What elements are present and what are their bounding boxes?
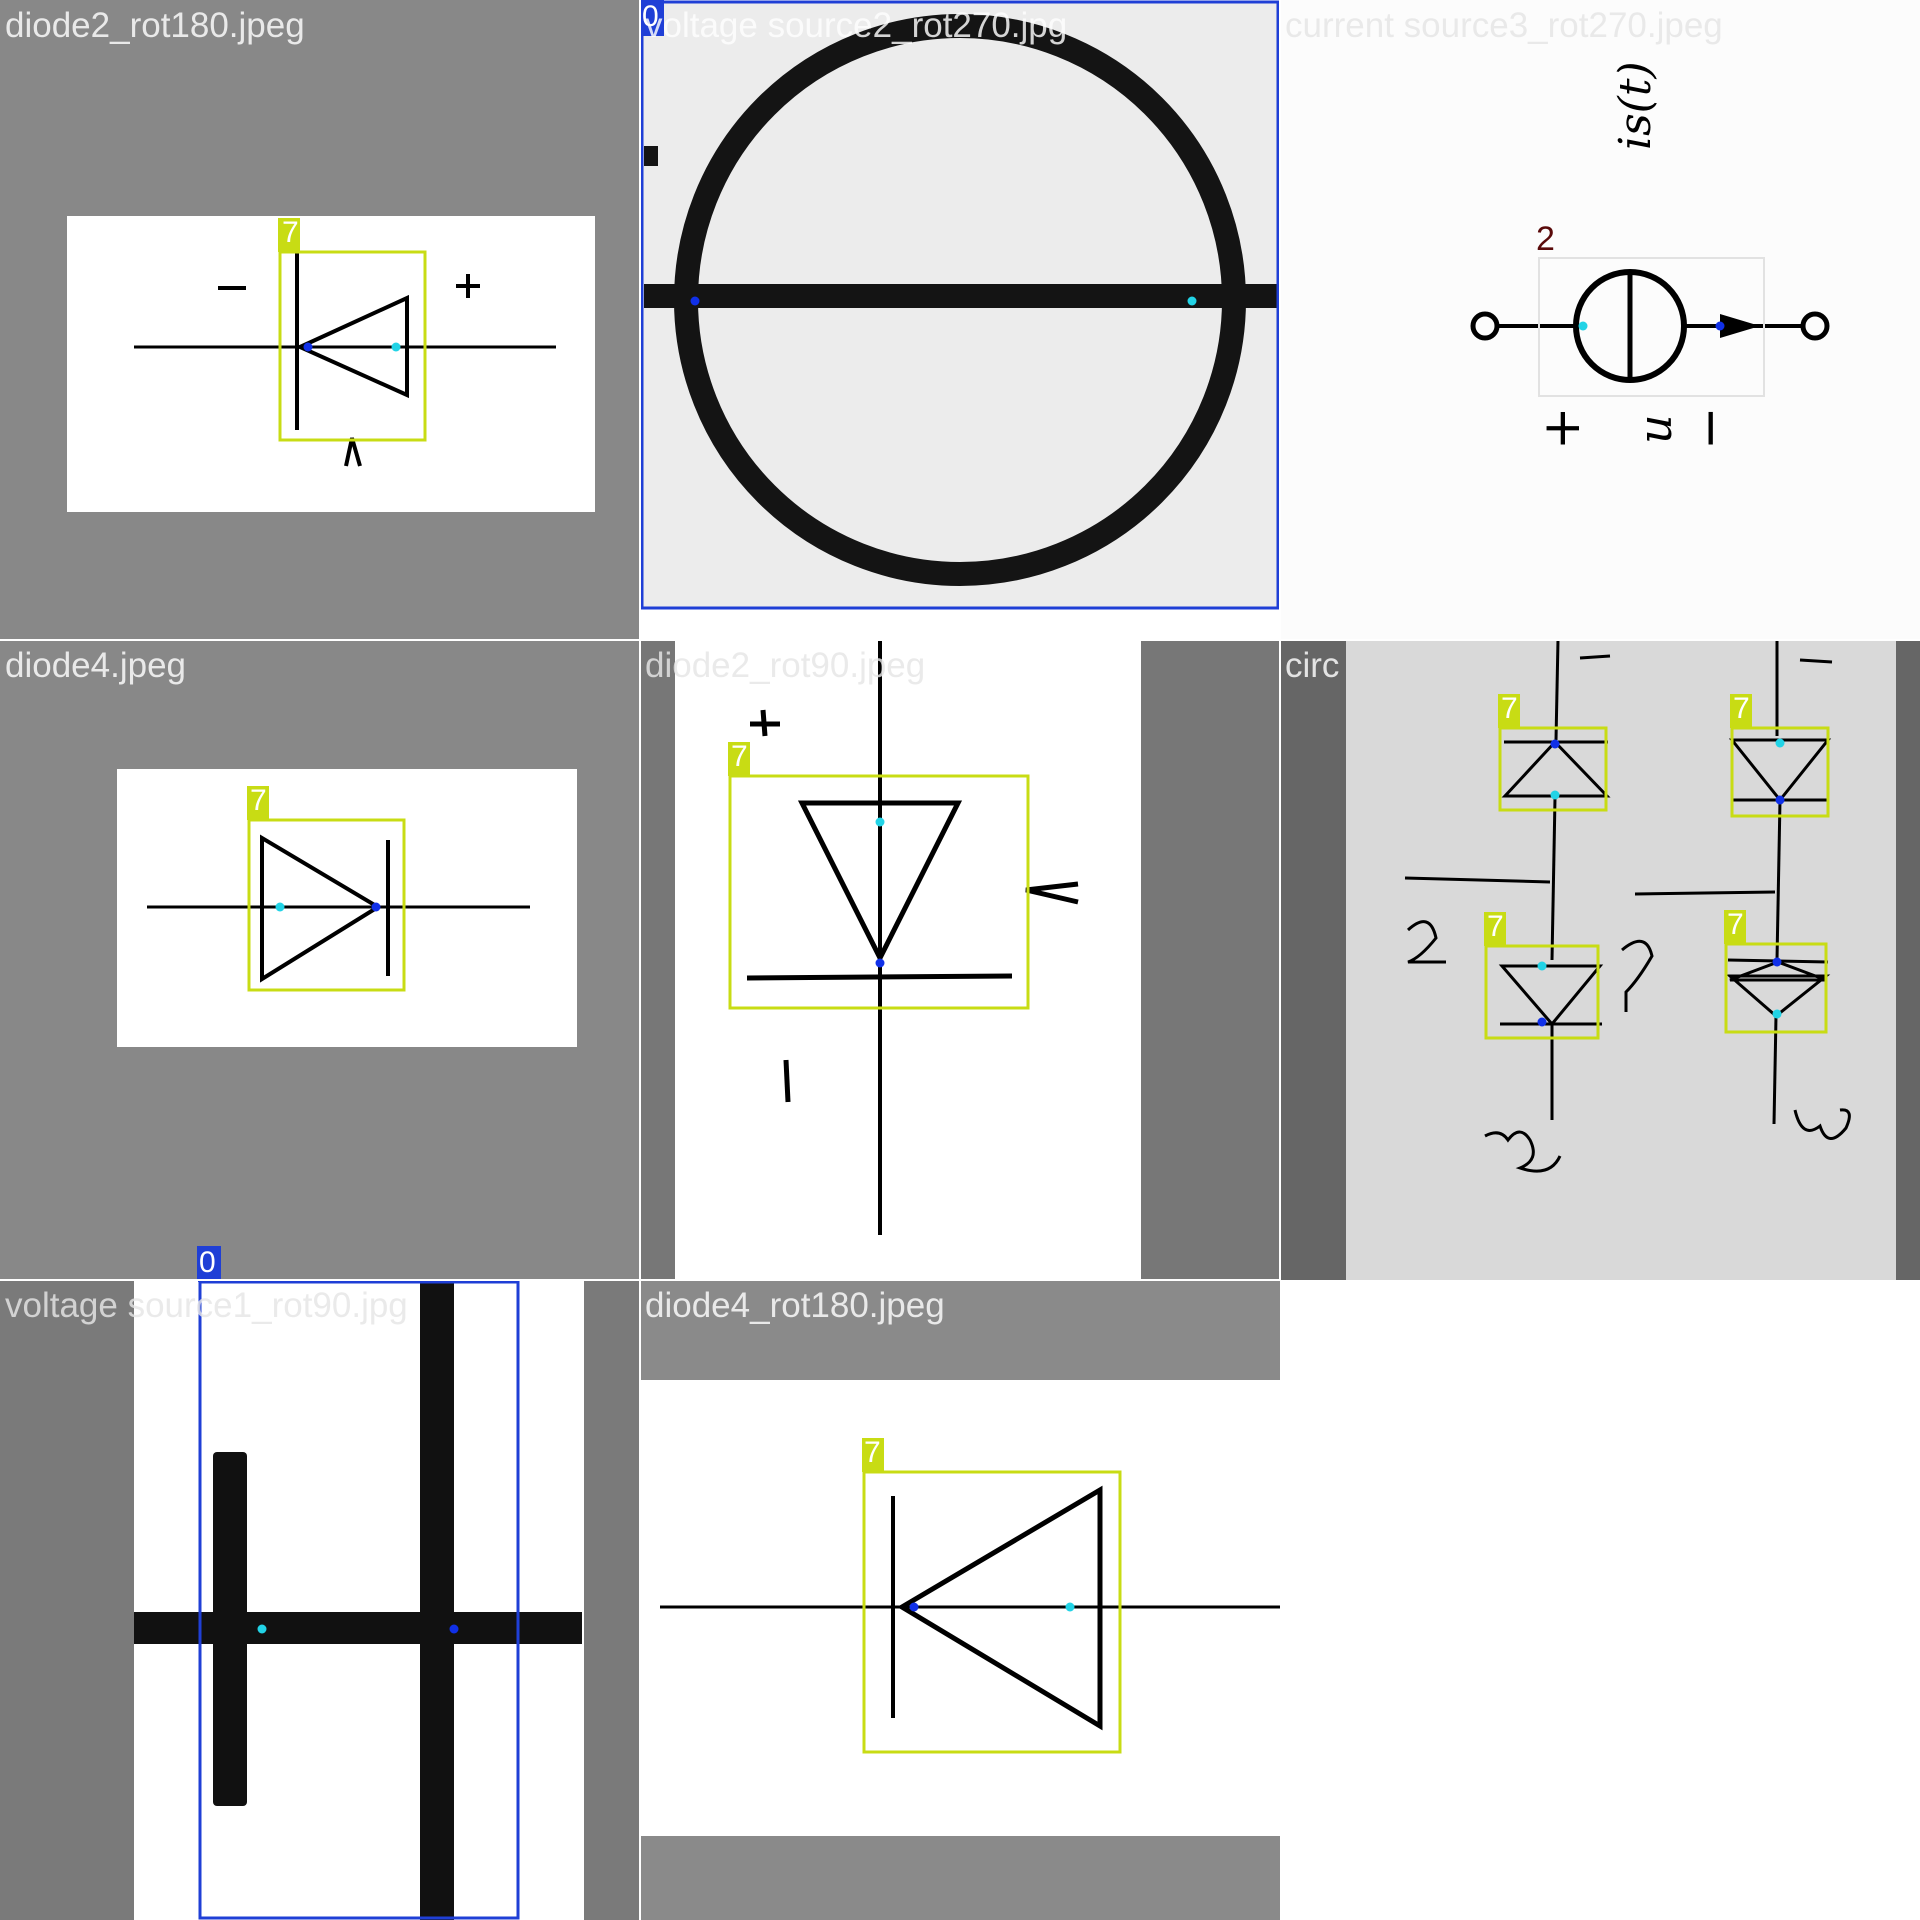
- keypoint: [275, 902, 285, 912]
- box-label: 2: [1536, 220, 1555, 258]
- detection-box: [278, 250, 427, 442]
- keypoint: [1578, 321, 1588, 331]
- tile-voltage-source1-rot90: voltage source1_rot90.jpg: [0, 1280, 640, 1920]
- grid-divider: [0, 639, 1920, 641]
- keypoint: [1187, 296, 1197, 306]
- current-source-symbol: [1470, 257, 1830, 397]
- diode-symbol: [675, 640, 1141, 1280]
- detection-box: [1484, 944, 1600, 1040]
- detection-box: [640, 0, 1280, 610]
- current-label: is(t): [1610, 61, 1661, 150]
- keypoint: [909, 1602, 919, 1612]
- tile-diode4: 7 diode4.jpeg: [0, 640, 640, 1280]
- detection-box: [1730, 726, 1830, 818]
- detection-box: [1538, 257, 1765, 397]
- tile-diode4-rot180: 7 diode4_rot180.jpeg: [640, 1280, 1280, 1920]
- diode-symbol: [640, 1380, 1280, 1836]
- box-label-bg: [197, 1246, 221, 1280]
- tile-circ: 7 7 7 7 circ: [1280, 640, 1920, 1280]
- keypoint: [875, 958, 885, 968]
- grid-divider: [639, 0, 641, 1920]
- tile-voltage-source2-rot270: 0 voltage source2_rot270.jpg: [640, 0, 1280, 640]
- keypoint: [690, 296, 700, 306]
- tile-current-source3-rot270: 2 is(t) u + − current source3_rot270.jpe…: [1280, 0, 1920, 640]
- keypoint: [303, 342, 313, 352]
- tile-diode2-rot180: 7 diode2_rot180.jpeg: [0, 0, 640, 640]
- detection-box: [247, 818, 406, 992]
- keypoint: [257, 1624, 267, 1634]
- detection-box: [1724, 942, 1828, 1034]
- voltage-source-symbol: [640, 0, 1280, 640]
- voltage-label: u: [1628, 414, 1682, 444]
- keypoint: [391, 342, 401, 352]
- keypoint: [875, 817, 885, 827]
- keypoint: [1715, 321, 1725, 331]
- detection-box: [862, 1470, 1122, 1754]
- detection-box: [728, 774, 1030, 1010]
- grid-divider: [0, 1279, 1280, 1281]
- voltage-source-symbol: [134, 1280, 584, 1920]
- diode-symbol: [117, 769, 577, 1047]
- minus-label: −: [1680, 406, 1740, 450]
- keypoint: [371, 902, 381, 912]
- plus-label: +: [1532, 406, 1592, 450]
- keypoint: [449, 1624, 459, 1634]
- diode-symbol: [67, 216, 595, 512]
- detection-box: [1498, 726, 1608, 812]
- keypoint: [1065, 1602, 1075, 1612]
- tile-diode2-rot90: 7 diode2_rot90.jpeg: [640, 640, 1280, 1280]
- detection-box: [198, 1280, 520, 1920]
- circuit-sketch: [1346, 640, 1896, 1280]
